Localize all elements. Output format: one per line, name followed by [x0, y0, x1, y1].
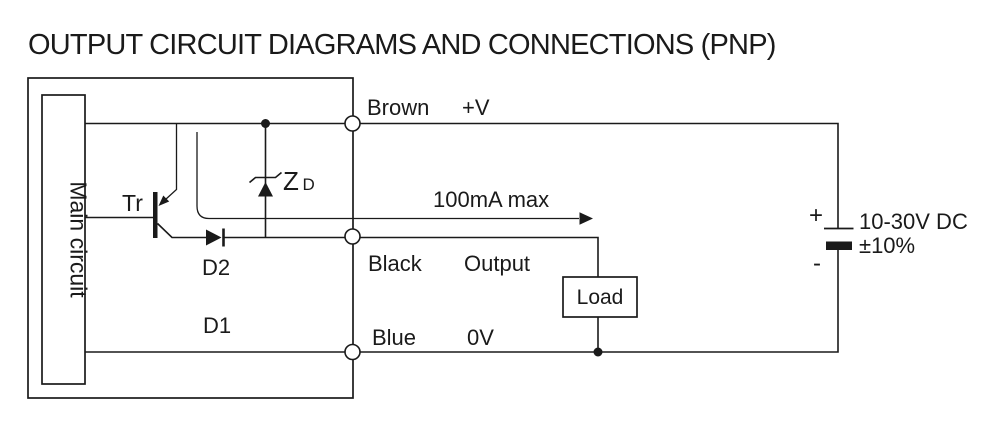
brown-wire-label: Brown — [367, 95, 429, 120]
diode-d2-symbol — [206, 228, 225, 247]
transistor-collector-wire — [156, 222, 206, 239]
wire-blue — [85, 250, 839, 353]
battery-negative-plate — [826, 241, 852, 250]
diode-d1-label: D1 — [203, 313, 231, 338]
zener-label-subscript: D — [303, 175, 315, 194]
supply-tolerance-label: ±10% — [859, 233, 915, 258]
main-circuit-box — [41, 94, 86, 385]
current-flow-arrow — [196, 132, 593, 225]
current-max-label: 100mA max — [433, 187, 549, 212]
load-box — [562, 276, 638, 318]
d2-triangle — [206, 229, 222, 246]
transistor-bar — [153, 192, 158, 238]
blue-signal-label: 0V — [467, 325, 494, 350]
transistor-emitter-arrowhead — [158, 195, 170, 206]
terminal-brown — [344, 115, 361, 132]
page-title: OUTPUT CIRCUIT DIAGRAMS AND CONNECTIONS … — [28, 29, 776, 61]
current-flow-line — [196, 132, 579, 220]
black-signal-label: Output — [464, 251, 530, 276]
wire-brown — [85, 122, 839, 229]
zener-label: Z — [283, 166, 299, 196]
junction-dot-top — [261, 119, 270, 128]
diode-d2-label: D2 — [202, 255, 230, 280]
transistor-emitter-wire — [165, 123, 178, 200]
transistor-label: Tr — [122, 190, 143, 216]
blue-wire-label: Blue — [372, 325, 416, 350]
transistor-symbol — [153, 123, 206, 239]
zener-diode-symbol — [248, 123, 283, 237]
main-circuit-label: Main circuit — [66, 181, 92, 298]
battery-plus-sign: + — [809, 202, 823, 229]
supply-voltage-label: 10-30V DC — [859, 209, 968, 234]
battery-symbol — [824, 227, 854, 250]
load-label: Load — [577, 286, 624, 309]
battery-minus-sign: - — [813, 250, 821, 277]
current-flow-arrowhead — [579, 212, 593, 225]
black-wire-label: Black — [368, 251, 423, 276]
terminal-blue — [344, 343, 361, 361]
junction-dot-bottom — [593, 347, 603, 357]
brown-signal-label: +V — [462, 95, 490, 120]
terminal-black — [344, 228, 361, 245]
zener-triangle — [258, 182, 273, 197]
zener-cathode-bar — [248, 171, 283, 184]
